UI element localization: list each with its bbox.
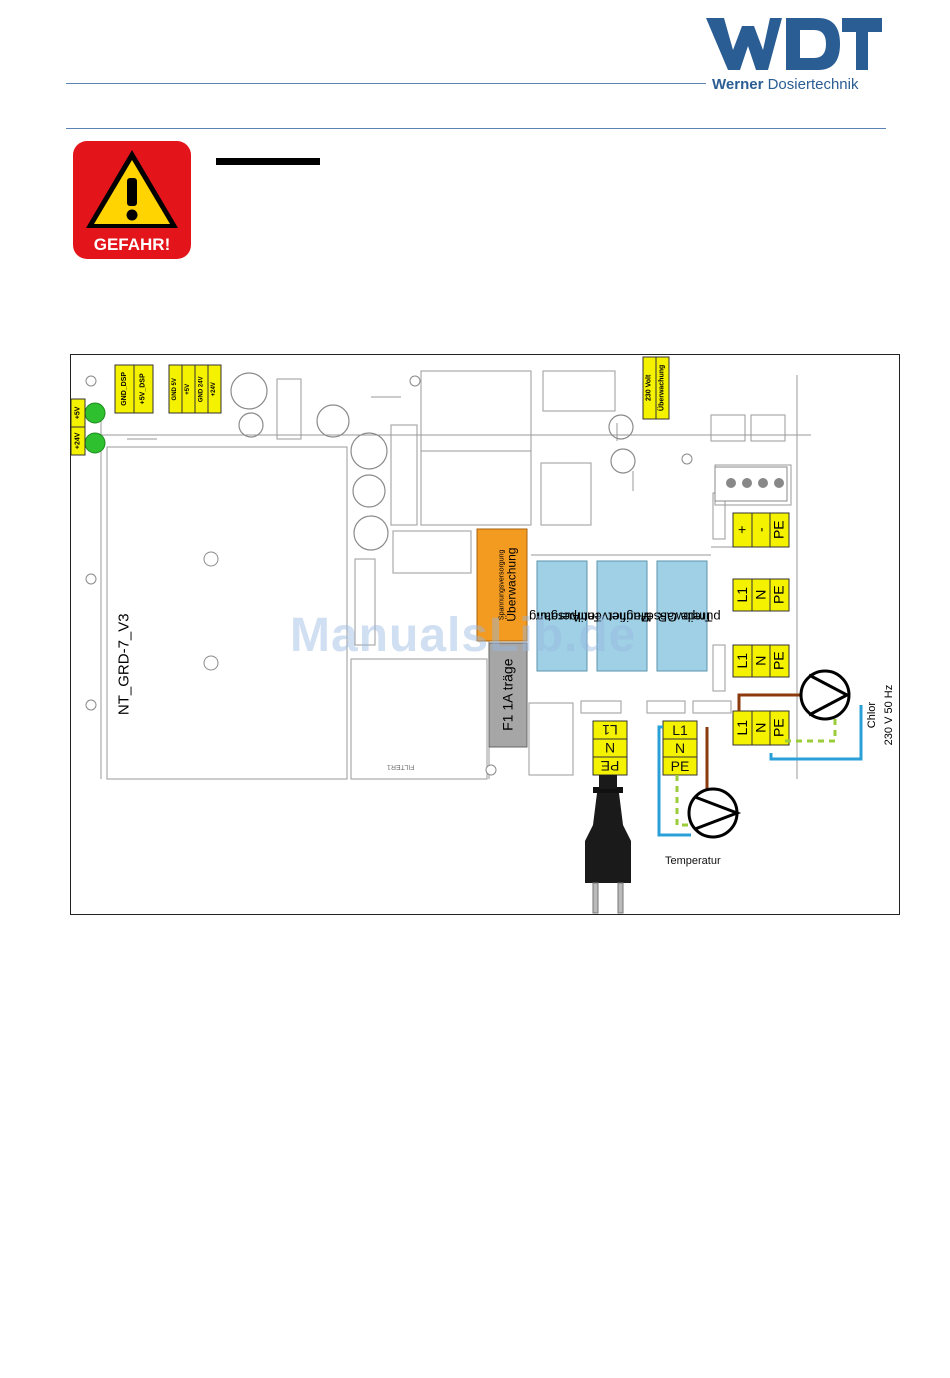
brand-name-rest: Dosiertechnik bbox=[767, 76, 859, 93]
terminal-gnd-24v: GND 24V bbox=[198, 376, 205, 402]
supply-monitor-block bbox=[476, 528, 528, 642]
terminal-230v-label: 230 Volt bbox=[645, 374, 653, 402]
jumper-24v-label: +24V bbox=[74, 432, 82, 450]
ac2-terminal-pe: PE bbox=[770, 651, 787, 671]
terminal-gnd-dsp: GND_DSP bbox=[120, 372, 128, 406]
header-rule bbox=[66, 83, 706, 84]
led-5v bbox=[84, 402, 106, 424]
brand-name-bold: Werner bbox=[712, 76, 764, 93]
terminal-5v-dsp: +5V_DSP bbox=[139, 373, 147, 405]
temp-terminal-l1: L1 bbox=[672, 722, 688, 738]
ac1-terminal-n: N bbox=[752, 589, 769, 601]
brand-name: Werner Dosiertechnik bbox=[712, 76, 858, 93]
chlorine-pump-icon bbox=[799, 669, 851, 721]
ac3-terminal-pe: PE bbox=[770, 718, 787, 738]
mains-terminal-pe: PE bbox=[600, 758, 620, 774]
output-treibwasser-block bbox=[656, 560, 708, 672]
temp-terminal-pe: PE bbox=[670, 758, 690, 774]
dc-terminal-plus: + bbox=[733, 525, 750, 535]
board-model-label: NT_GRD-7_V3 bbox=[115, 613, 133, 715]
wiring-diagram: NT_GRD-7_V3 +5V +24V GND_DSP +5V_DSP GND… bbox=[70, 354, 900, 915]
wdt-logo bbox=[706, 18, 882, 70]
watermark: ManualsLib.de bbox=[290, 609, 637, 662]
ac1-terminal-pe: PE bbox=[770, 585, 787, 605]
mains-terminal-l1: L1 bbox=[602, 722, 618, 738]
chlorine-pump-label: Chlor bbox=[865, 701, 878, 729]
terminal-ueberwachung-label: Überwachung bbox=[658, 364, 666, 412]
board-drawing bbox=[71, 356, 863, 914]
output-magnetventil-block bbox=[596, 560, 648, 672]
section-rule bbox=[66, 128, 886, 129]
output-treibwasser-label: Treibwasser-pumpe GR bbox=[637, 609, 721, 625]
mains-terminal-n: N bbox=[604, 740, 616, 756]
jumper-5v-label: +5V bbox=[74, 406, 82, 420]
mains-plug-icon bbox=[585, 775, 631, 914]
dc-terminal-pe: PE bbox=[770, 520, 787, 540]
warning-heading-bar bbox=[216, 158, 320, 165]
ac1-terminal-l1: L1 bbox=[733, 587, 750, 603]
warning-label: GEFAHR! bbox=[94, 235, 171, 254]
fuse-block bbox=[488, 642, 528, 748]
output-temperatur-block bbox=[536, 560, 588, 672]
ac2-terminal-l1: L1 bbox=[733, 653, 750, 669]
ac2-terminal-n: N bbox=[752, 655, 769, 667]
filter-label: FILTER1 bbox=[387, 763, 415, 770]
temperature-pump-label: Temperatur bbox=[665, 855, 721, 867]
terminal-plus-24v: +24V bbox=[211, 381, 218, 397]
ac3-terminal-l1: L1 bbox=[733, 720, 750, 736]
terminal-gnd-5v: GND 5V bbox=[172, 377, 179, 401]
danger-warning-icon: GEFAHR! bbox=[73, 141, 191, 259]
ac3-terminal-n: N bbox=[752, 722, 769, 734]
supply-spec-label: 230 V 50 Hz bbox=[882, 684, 895, 746]
terminal-plus-5v: +5V bbox=[185, 383, 192, 395]
dc-terminal-minus: - bbox=[752, 527, 769, 533]
led-24v bbox=[84, 432, 106, 454]
temp-terminal-n: N bbox=[674, 740, 686, 756]
